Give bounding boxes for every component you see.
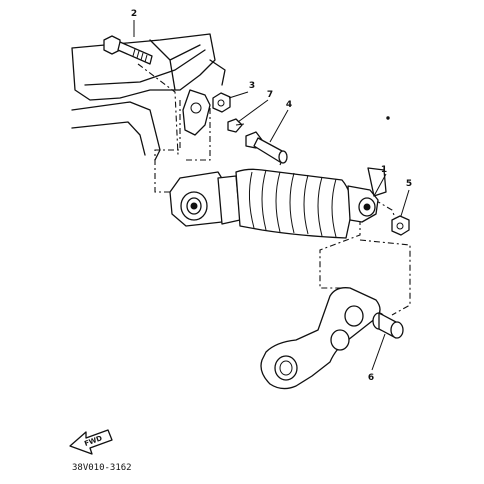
shock-absorber-part-1	[169, 167, 387, 239]
callout-2: 2	[131, 9, 137, 19]
collar-part-4	[245, 131, 288, 164]
callout-5: 5	[406, 179, 412, 189]
drawing-code: 38V010-3162	[72, 463, 132, 473]
callout-6: 6	[368, 373, 374, 383]
leader-lines	[133, 20, 410, 371]
fwd-arrow-icon: FWD	[69, 429, 113, 455]
nut-part-5	[391, 215, 410, 236]
bushing-part-6	[372, 312, 404, 339]
grease-nipple-part-7	[227, 118, 245, 133]
frame-bracket	[71, 33, 226, 161]
callout-7: 7	[267, 90, 273, 100]
relay-arm	[260, 287, 381, 390]
alignment-lines	[137, 63, 411, 316]
bolt-part-2	[103, 35, 153, 65]
callout-3: 3	[249, 81, 255, 91]
callout-1: 1	[381, 165, 387, 175]
dot-mark	[386, 116, 390, 120]
nut-part-3	[212, 92, 231, 113]
callout-4: 4	[286, 100, 292, 110]
